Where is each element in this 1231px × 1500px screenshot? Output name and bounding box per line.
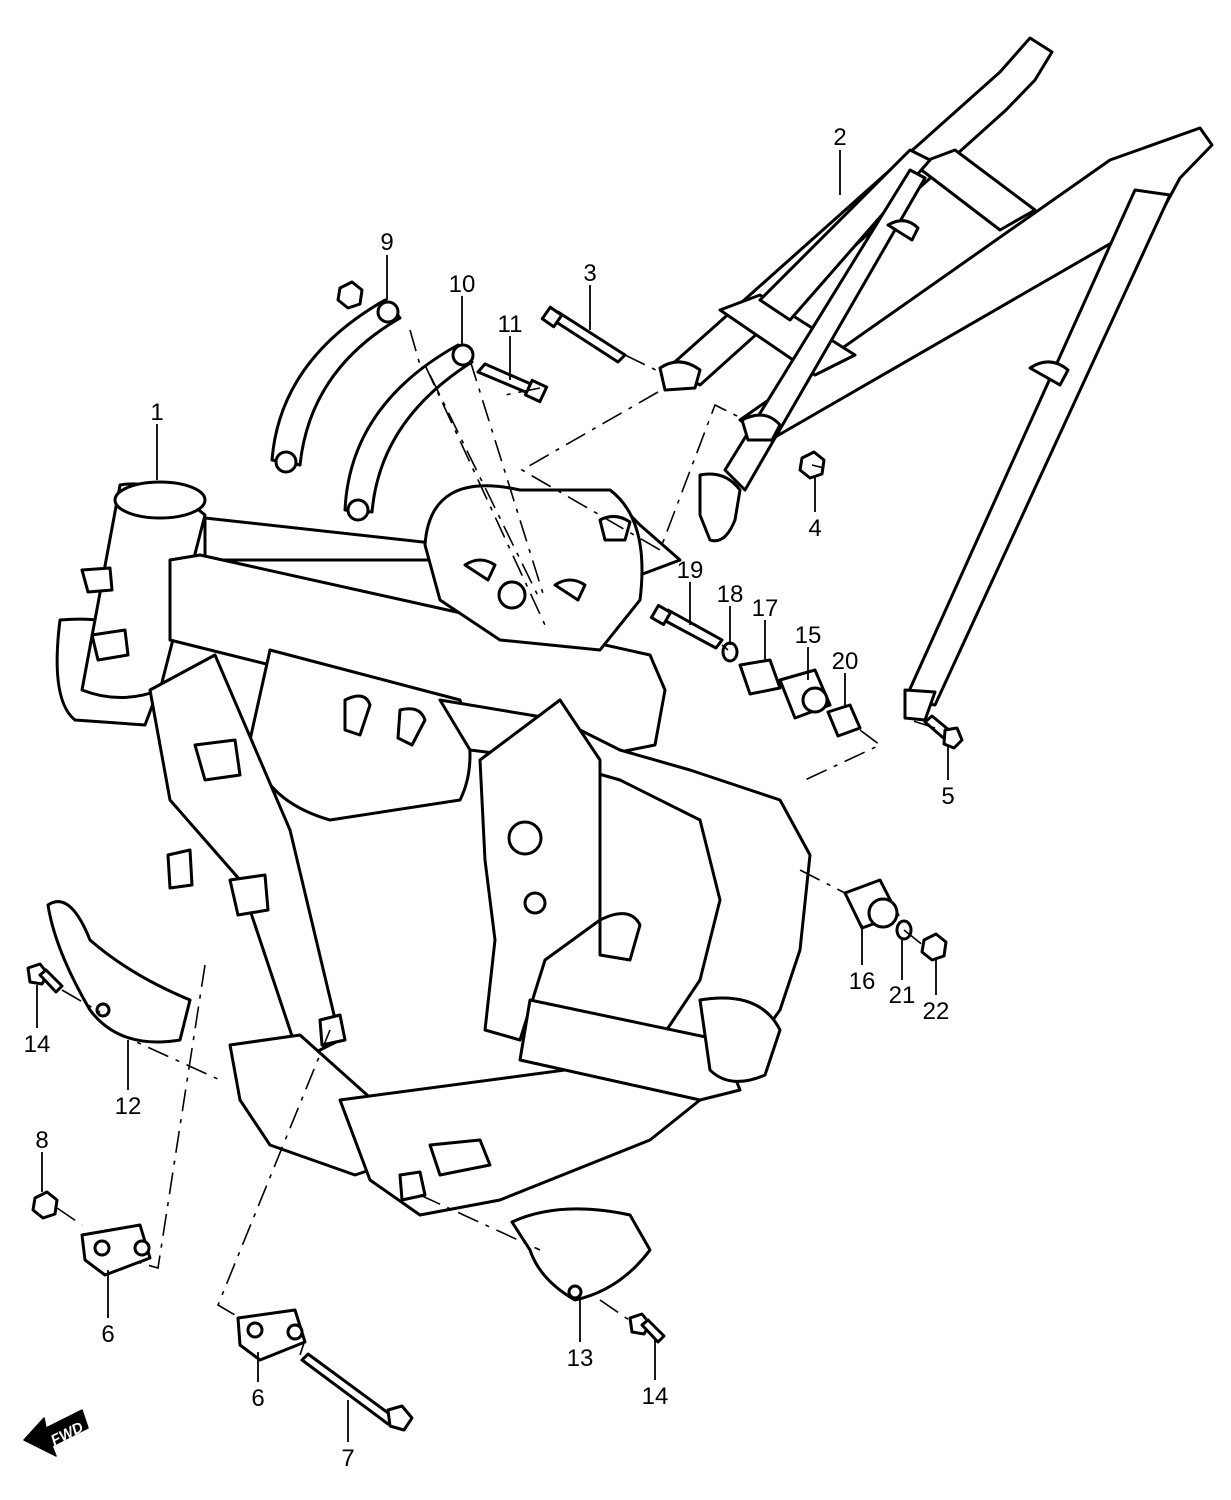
seat-rail xyxy=(658,36,1214,722)
callout-15: 15 xyxy=(795,622,822,649)
callout-10: 10 xyxy=(449,271,476,298)
callout-numbers: 1 2 3 4 5 6 6 7 8 9 10 11 12 13 14 14 15… xyxy=(24,124,955,1472)
callout-5: 5 xyxy=(941,783,954,810)
callout-19: 19 xyxy=(677,557,704,584)
callout-11: 11 xyxy=(498,311,523,338)
callout-12: 12 xyxy=(115,1093,142,1120)
callout-22: 22 xyxy=(923,998,950,1025)
callout-20: 20 xyxy=(832,648,859,675)
callout-7: 7 xyxy=(341,1445,354,1472)
callout-6b: 6 xyxy=(251,1385,264,1412)
assembly-lines xyxy=(56,329,936,1356)
callout-6a: 6 xyxy=(101,1321,114,1348)
upper-brackets xyxy=(270,298,475,522)
callout-13: 13 xyxy=(567,1345,594,1372)
callout-21: 21 xyxy=(889,982,916,1009)
fwd-arrow-icon: FWD xyxy=(23,1409,89,1457)
callout-1: 1 xyxy=(150,399,163,426)
guards xyxy=(46,900,652,1362)
callout-4: 4 xyxy=(808,515,821,542)
main-frame xyxy=(55,480,812,1217)
callout-16: 16 xyxy=(849,968,876,995)
callout-8: 8 xyxy=(35,1127,48,1154)
callout-2: 2 xyxy=(833,124,846,151)
callout-14b: 14 xyxy=(642,1383,669,1410)
fasteners xyxy=(26,280,964,1432)
leader-lines xyxy=(36,150,949,1442)
callout-14a: 14 xyxy=(24,1031,51,1058)
callout-9: 9 xyxy=(380,229,393,256)
callout-17: 17 xyxy=(752,595,779,622)
callout-18: 18 xyxy=(717,581,744,608)
callout-3: 3 xyxy=(583,260,596,287)
